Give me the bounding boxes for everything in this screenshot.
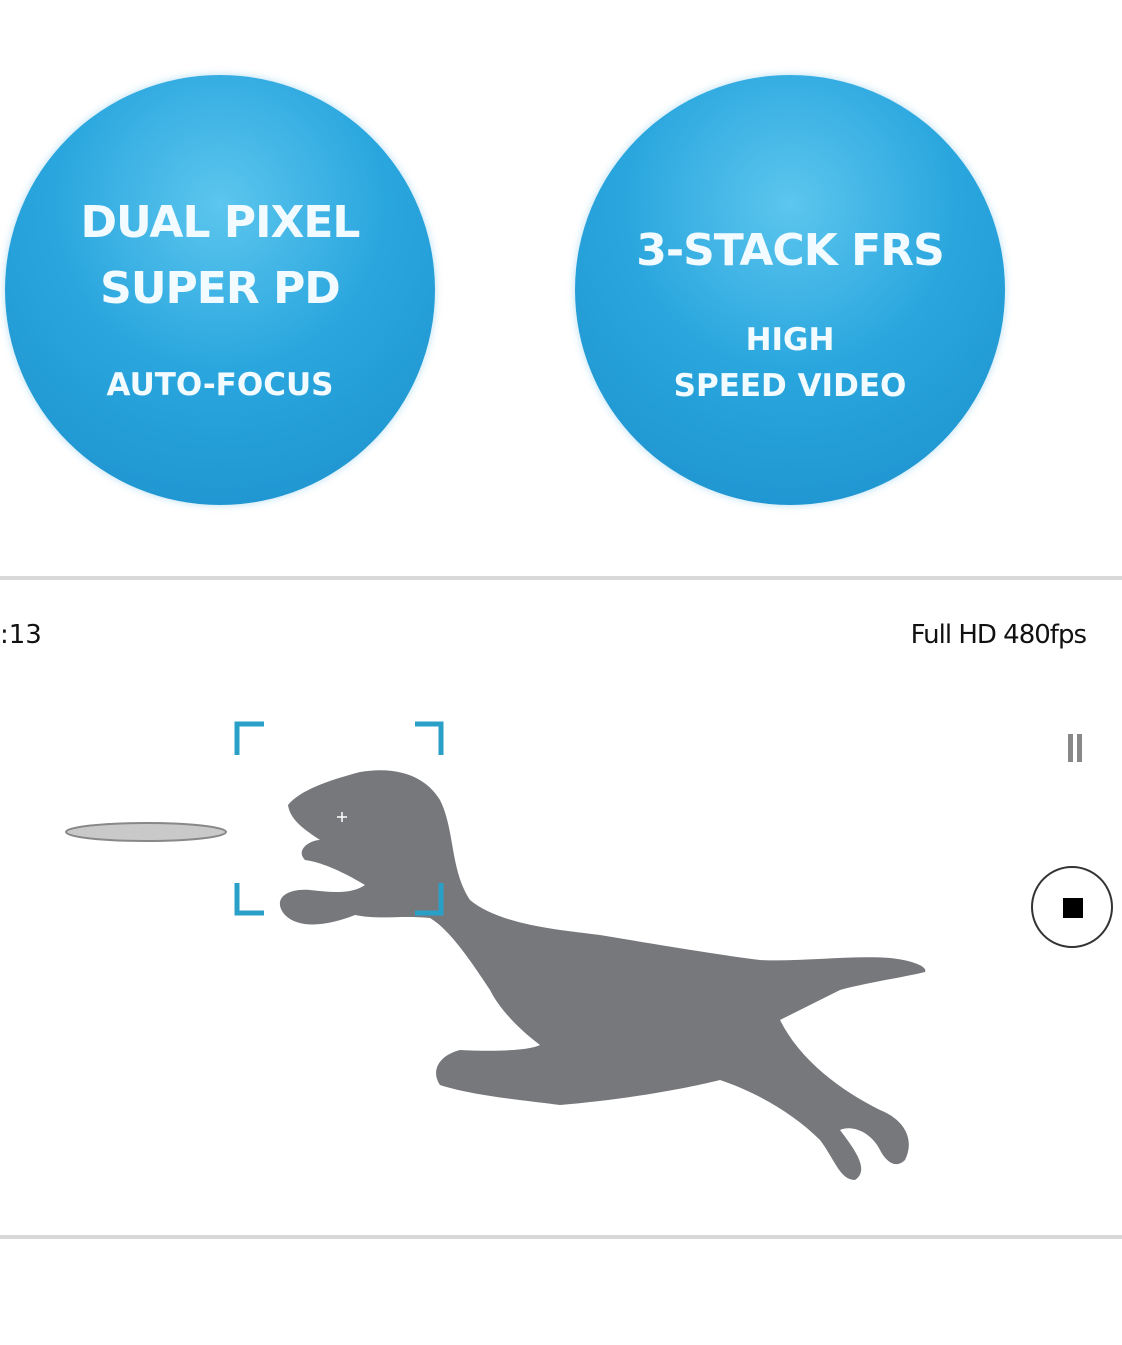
- camera-viewfinder: [0, 576, 1122, 1239]
- dog-silhouette: [279, 770, 926, 1180]
- stop-icon: [1063, 898, 1083, 918]
- viewfinder-scene: [65, 721, 926, 1180]
- focus-frame: [234, 721, 444, 916]
- focus-crosshair-icon: [337, 812, 347, 822]
- feature-title-line: 3-STACK FRS: [636, 225, 945, 276]
- recording-timer: :13: [0, 620, 42, 650]
- stop-recording-button[interactable]: [1031, 866, 1113, 948]
- pause-icon: [1068, 734, 1073, 762]
- feature-3-stack-frs: 3-STACK FRS HIGH SPEED VIDEO: [575, 75, 1005, 505]
- feature-dual-pixel: DUAL PIXEL SUPER PD AUTO-FOCUS: [5, 75, 435, 505]
- feature-subtitle: HIGH: [745, 322, 835, 358]
- feature-title-line: DUAL PIXEL: [80, 197, 361, 248]
- video-resolution-label[interactable]: Full HD 480fps: [910, 620, 1087, 650]
- feature-subtitle: AUTO-FOCUS: [106, 367, 334, 403]
- feature-title-line: SUPER PD: [100, 263, 341, 314]
- frisbee-icon: [65, 822, 227, 842]
- pause-button[interactable]: [1066, 734, 1084, 762]
- feature-subtitle: SPEED VIDEO: [673, 368, 907, 404]
- pause-icon-bar: [1077, 734, 1082, 762]
